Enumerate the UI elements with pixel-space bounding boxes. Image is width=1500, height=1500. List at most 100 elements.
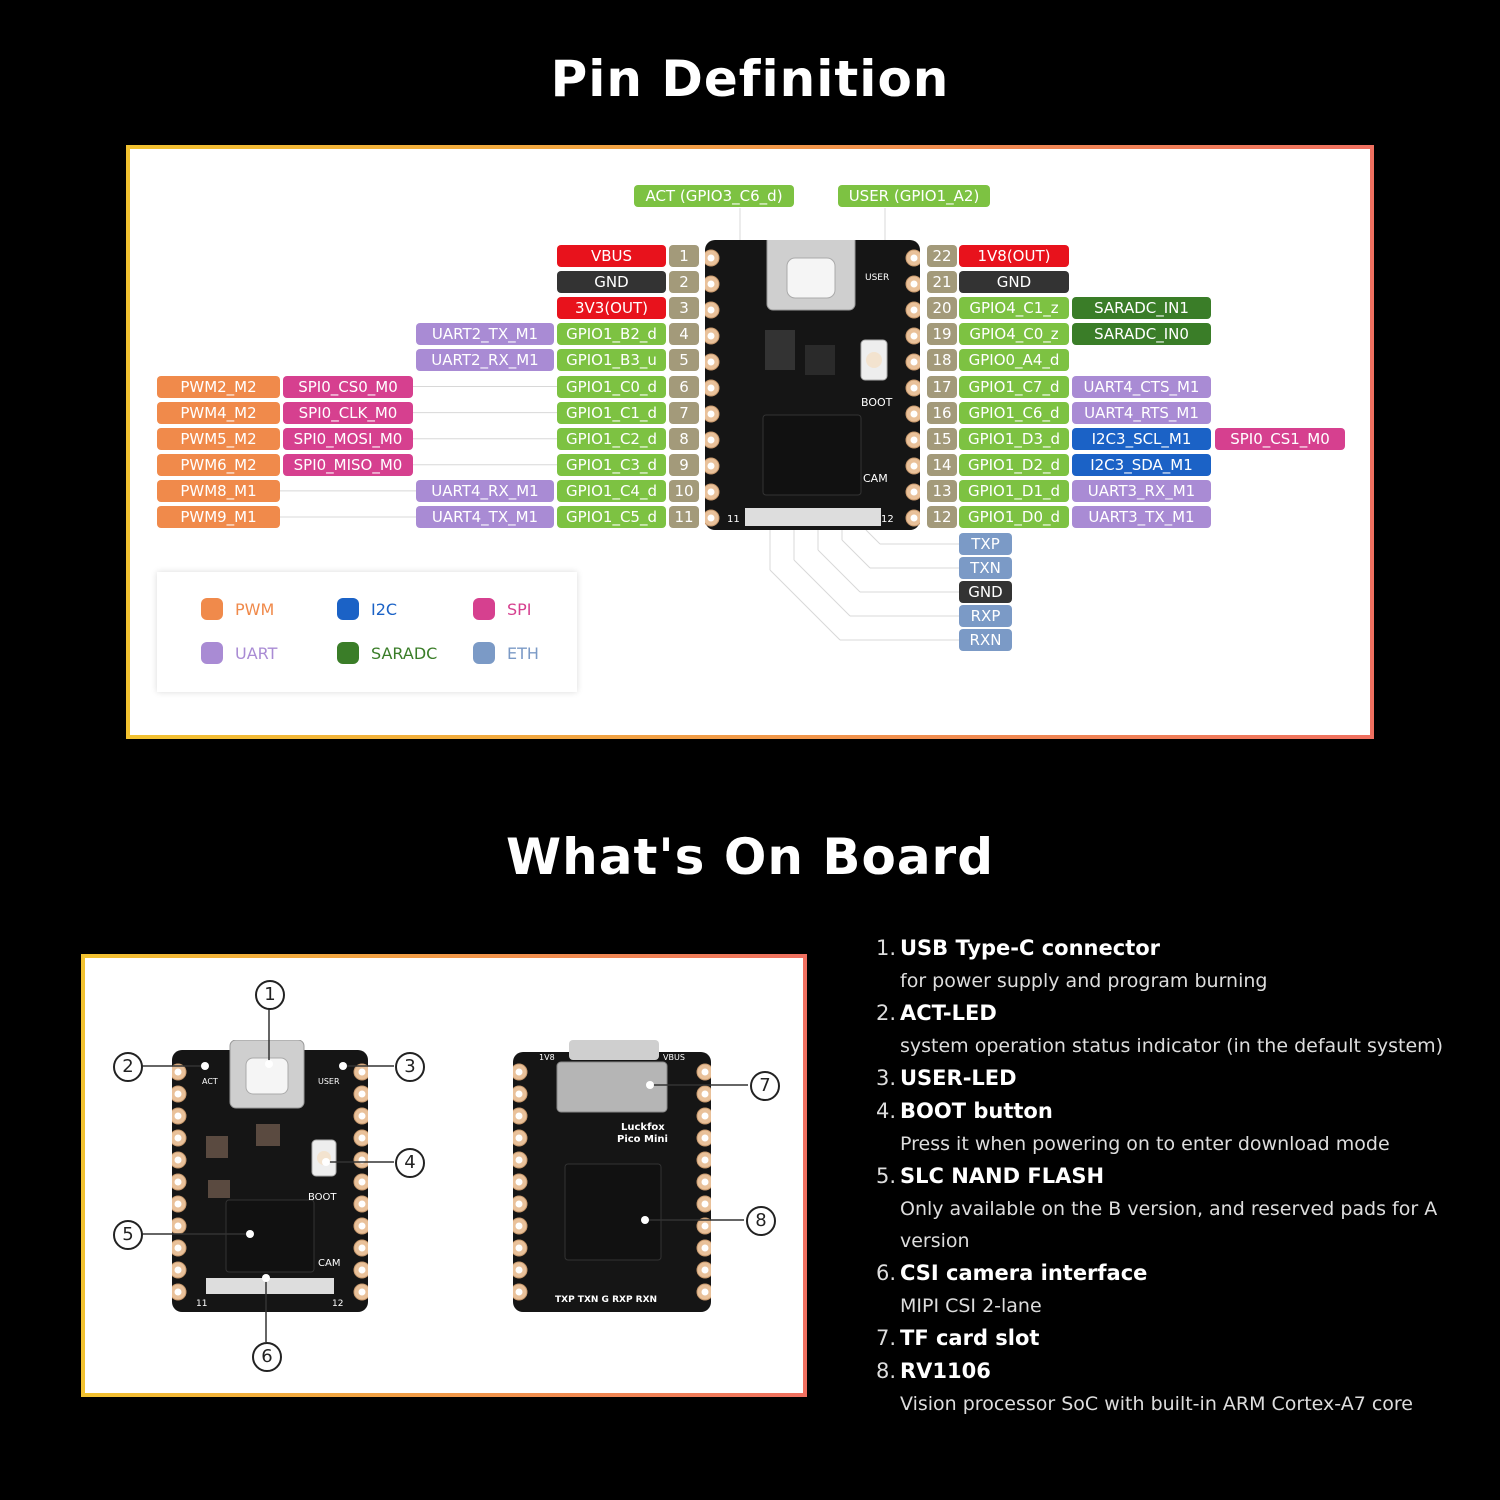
- pin-number-20: 20: [927, 297, 957, 320]
- feature-title-text: USB Type-C connector: [900, 936, 1161, 960]
- pin-name-19: GPIO4_C0_z: [959, 323, 1069, 346]
- legend: PWM I2C SPI UART SARADC ETH: [157, 572, 577, 692]
- feature-desc-2: system operation status indicator (in th…: [900, 1035, 1444, 1057]
- pin-name-13: GPIO1_D1_d: [959, 479, 1069, 502]
- pin-func-uart2_rx_m1: UART2_RX_M1: [416, 349, 554, 372]
- pin-name-1: VBUS: [557, 245, 666, 267]
- front-pin12-silk: 12: [332, 1299, 343, 1309]
- feature-number: 2.: [876, 1001, 897, 1025]
- pin-name-8: GPIO1_C2_d: [557, 427, 666, 450]
- pin12-silk: 12: [881, 514, 894, 525]
- pin-name-17: GPIO1_C7_d: [959, 375, 1069, 398]
- front-act-silk: ACT: [202, 1077, 218, 1086]
- pin-number-14: 14: [927, 453, 957, 476]
- legend-item-eth: ETH: [473, 642, 539, 664]
- pin-func-pwm4_m2: PWM4_M2: [157, 401, 280, 424]
- feature-title-6: 6.CSI camera interface: [876, 1257, 1456, 1290]
- pin-func-pwm2_m2: PWM2_M2: [157, 375, 280, 398]
- feature-title-2: 2.ACT-LED: [876, 997, 1456, 1030]
- leader-line: [793, 559, 851, 617]
- brand-silk: Luckfox: [621, 1122, 665, 1133]
- front-pin11-silk: 11: [196, 1299, 207, 1309]
- whats-on-board-title: What's On Board: [505, 828, 995, 886]
- feature-title-text: BOOT button: [900, 1099, 1053, 1123]
- pin-func-pwm6_m2: PWM6_M2: [157, 453, 280, 476]
- callout-3: 3: [395, 1052, 425, 1082]
- callout-4: 4: [395, 1148, 425, 1178]
- feature-title-1: 1.USB Type-C connector: [876, 932, 1456, 965]
- leader-line: [865, 529, 881, 545]
- feature-desc-5: Only available on the B version, and res…: [900, 1198, 1438, 1252]
- pin-func-spi0_cs1_m0: SPI0_CS1_M0: [1215, 427, 1345, 450]
- pin-name-4: GPIO1_B2_d: [557, 323, 666, 346]
- legend-label: ETH: [507, 643, 539, 663]
- callout-1: 1: [255, 980, 285, 1010]
- legend-label: SARADC: [371, 643, 438, 663]
- pin-number-21: 21: [927, 271, 957, 294]
- eth-pin-txp: TXP: [959, 533, 1012, 555]
- callout-5: 5: [113, 1220, 143, 1250]
- feature-desc-6: MIPI CSI 2-lane: [900, 1295, 1042, 1317]
- back-1v8-silk: 1V8: [539, 1053, 555, 1062]
- pin-func-uart4_tx_m1: UART4_TX_M1: [416, 506, 554, 528]
- callout-8: 8: [746, 1206, 776, 1236]
- pin-number-8: 8: [669, 427, 699, 450]
- pin-number-19: 19: [927, 323, 957, 346]
- pin-name-6: GPIO1_C0_d: [557, 375, 666, 398]
- eth-pin-gnd: GND: [959, 581, 1012, 603]
- feature-number: 4.: [876, 1099, 897, 1123]
- feature-title-text: RV1106: [900, 1359, 991, 1383]
- pin-func-uart4_cts_m1: UART4_CTS_M1: [1072, 375, 1211, 398]
- pin-number-10: 10: [669, 479, 699, 502]
- legend-label: PWM: [235, 599, 275, 619]
- feature-number: 6.: [876, 1261, 897, 1285]
- pin-name-20: GPIO4_C1_z: [959, 297, 1069, 320]
- front-user-silk: USER: [318, 1077, 340, 1086]
- pin-name-21: GND: [959, 271, 1069, 294]
- user-silk: USER: [865, 273, 889, 283]
- model-silk: Pico Mini: [617, 1134, 668, 1145]
- pin-name-15: GPIO1_D3_d: [959, 427, 1069, 450]
- pin-definition-title: Pin Definition: [550, 50, 950, 108]
- pin-number-18: 18: [927, 349, 957, 372]
- pin-name-12: GPIO1_D0_d: [959, 506, 1069, 528]
- feature-number: 3.: [876, 1066, 897, 1090]
- pin-number-5: 5: [669, 349, 699, 372]
- eth-pin-rxn: RXN: [959, 629, 1012, 651]
- pin-func-i2c3_scl_m1: I2C3_SCL_M1: [1072, 427, 1211, 450]
- pin-name-22: 1V8(OUT): [959, 245, 1069, 267]
- legend-item-i2c: I2C: [337, 598, 397, 620]
- callout-2: 2: [113, 1052, 143, 1082]
- board-front-photo: BOOT CAM 11 12 USER ACT: [172, 1040, 368, 1312]
- feature-desc-8: Vision processor SoC with built-in ARM C…: [900, 1393, 1413, 1415]
- legend-label: SPI: [507, 599, 532, 619]
- feature-title-3: 3.USER-LED: [876, 1062, 1456, 1095]
- pin-func-uart2_tx_m1: UART2_TX_M1: [416, 323, 554, 346]
- pin-func-saradc_in1: SARADC_IN1: [1072, 297, 1211, 320]
- feature-desc-1: for power supply and program burning: [900, 970, 1268, 992]
- pin-name-9: GPIO1_C3_d: [557, 453, 666, 476]
- legend-label: UART: [235, 643, 278, 663]
- eth-pin-txn: TXN: [959, 557, 1012, 579]
- legend-swatch: [473, 598, 495, 620]
- feature-title-text: USER-LED: [900, 1066, 1017, 1090]
- pin-name-2: GND: [557, 271, 666, 294]
- legend-swatch: [201, 598, 223, 620]
- legend-label: I2C: [371, 599, 398, 619]
- callout-6: 6: [252, 1342, 282, 1372]
- board-top-illustration: BOOT CAM 11 12 USER: [705, 240, 920, 530]
- pin-name-18: GPIO0_A4_d: [959, 349, 1069, 372]
- leader-line: [769, 569, 841, 641]
- feature-list: 1.USB Type-C connector for power supply a…: [876, 932, 1456, 1420]
- feature-number: 7.: [876, 1326, 897, 1350]
- eth-pin-rxp: RXP: [959, 605, 1012, 627]
- pin-number-3: 3: [669, 297, 699, 320]
- pin-func-spi0_miso_m0: SPI0_MISO_M0: [283, 453, 413, 476]
- pin-name-14: GPIO1_D2_d: [959, 453, 1069, 476]
- pin-number-22: 22: [927, 245, 957, 267]
- legend-item-saradc: SARADC: [337, 642, 437, 664]
- feature-title-text: SLC NAND FLASH: [900, 1164, 1105, 1188]
- feature-title-5: 5.SLC NAND FLASH: [876, 1160, 1456, 1193]
- feature-title-7: 7.TF card slot: [876, 1322, 1456, 1355]
- board-back-photo: Luckfox Pico Mini 1V8 VBUS TXP TXN G RXP…: [513, 1040, 711, 1312]
